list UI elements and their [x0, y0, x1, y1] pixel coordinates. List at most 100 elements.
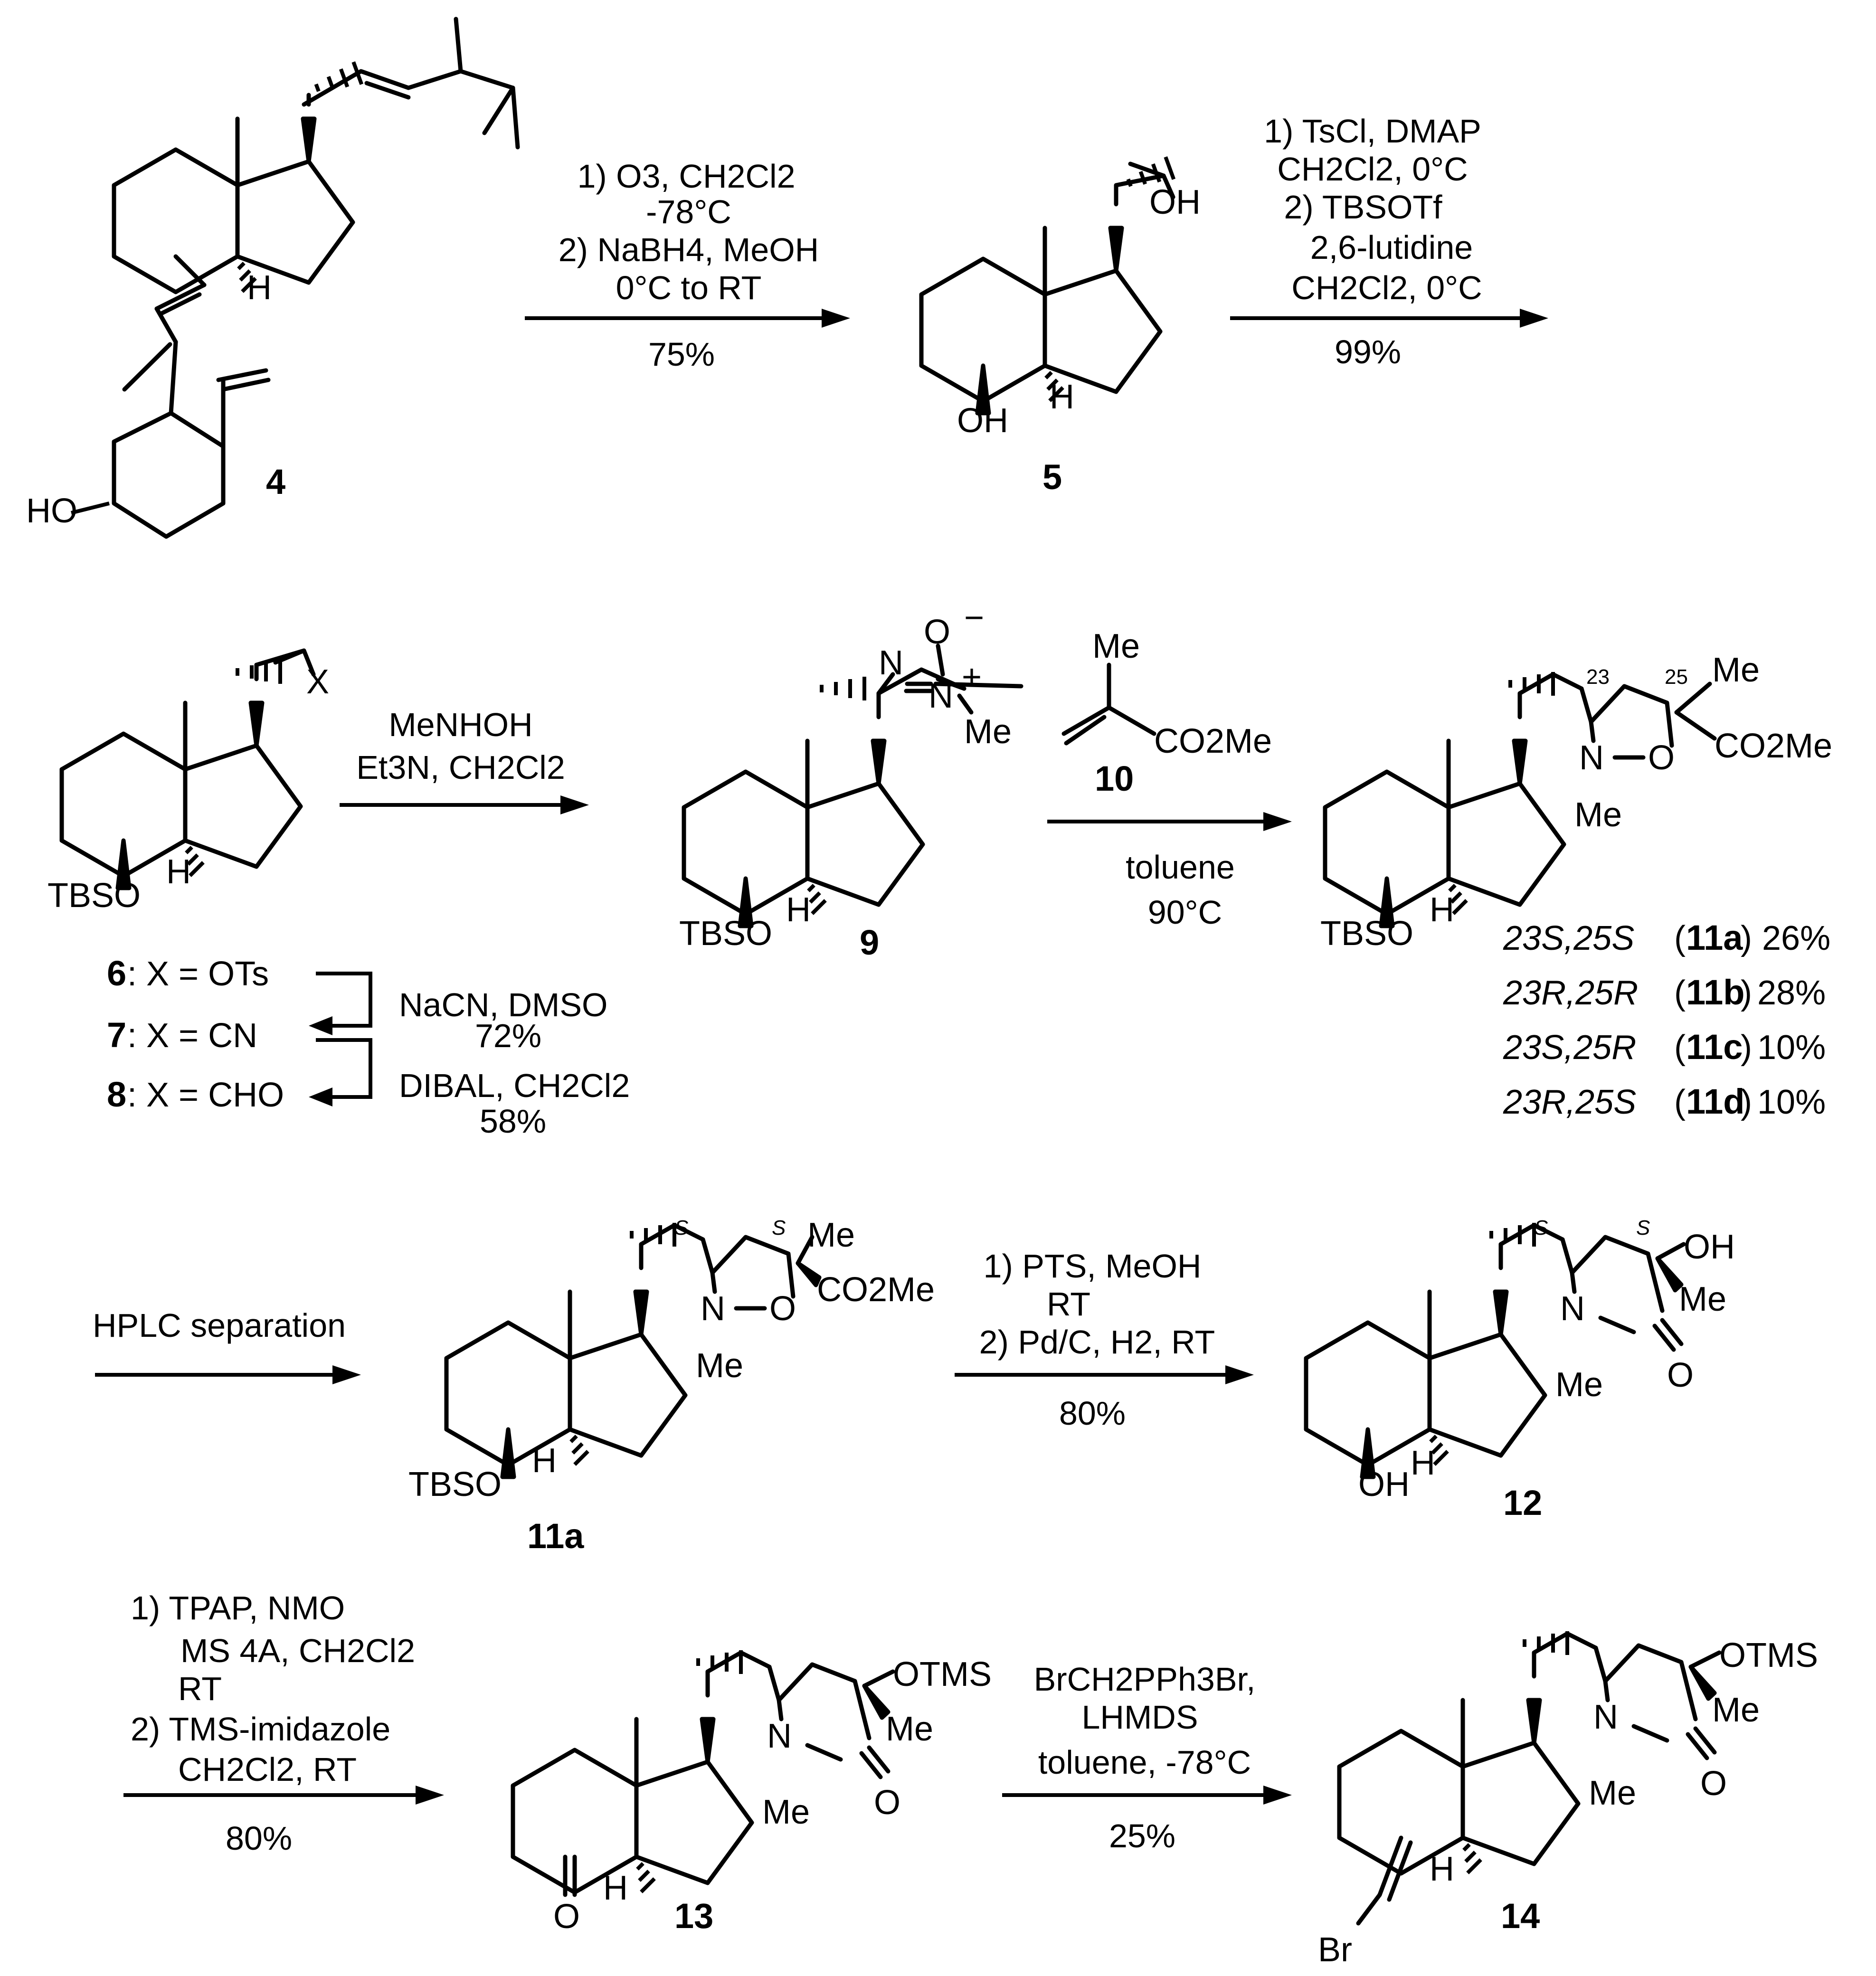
n-me-label: Me — [696, 1347, 743, 1385]
otms-label: OTMS — [1719, 1636, 1818, 1674]
isomer-row-4: 23R,25S ( 11d ) 10% — [1503, 1082, 1826, 1121]
compound-9-structure: N TBSO H 9 — [679, 644, 1023, 962]
r1-line-4: 0°C to RT — [616, 269, 762, 306]
oh-label: OH — [1149, 183, 1201, 221]
r2-line-5: CH2Cl2, 0°C — [1291, 269, 1482, 306]
isomer-2-yield: 28% — [1757, 974, 1826, 1012]
compound-11a-structure: N O Me Me CO2Me S S TBSO H 11a — [408, 1216, 935, 1556]
r4-line-1: toluene — [1126, 849, 1235, 886]
r2-line-6: 99% — [1335, 333, 1401, 370]
r7-line-1: 1) TPAP, NMO — [131, 1589, 345, 1626]
h-label: H — [786, 891, 811, 929]
cond-b-reagent: DIBAL, CH2Cl2 — [399, 1067, 630, 1104]
r2-line-2: CH2Cl2, 0°C — [1277, 151, 1468, 188]
n-me-label: Me — [1589, 1774, 1636, 1812]
r1-line-1: 1) O3, CH2Cl2 — [577, 158, 795, 195]
r8-line-4: 25% — [1109, 1817, 1175, 1854]
me-label: Me — [807, 1216, 855, 1254]
compound-6-8-structure: X TBSO H — [47, 648, 329, 915]
isomer-1-config: 23S,25S — [1503, 919, 1634, 957]
isomer-row-1: 23S,25S ( 11a ) 26% — [1503, 918, 1830, 957]
h-label: H — [1050, 378, 1074, 416]
cond-a-reagent: NaCN, DMSO — [399, 986, 607, 1023]
nitrone-group: N O − + Me — [904, 599, 1012, 751]
r7-line-2: MS 4A, CH2Cl2 — [180, 1632, 415, 1669]
compound-14-structure: N Me O OTMS Me Br H 14 — [1318, 1631, 1818, 1969]
methacrylate-10-structure: Me CO2Me 10 — [1061, 627, 1272, 798]
n-label: N — [1593, 1698, 1618, 1736]
n-label: N — [1579, 739, 1604, 777]
isomer-3-yield: 10% — [1757, 1029, 1826, 1067]
reaction-arrow-7: 1) TPAP, NMO MS 4A, CH2Cl2 RT 2) TMS-imi… — [123, 1589, 444, 1857]
r8-line-2: LHMDS — [1081, 1699, 1198, 1736]
r6-line-2: RT — [1047, 1286, 1090, 1323]
me-label: Me — [1679, 1280, 1726, 1318]
compound-11a-label: 11a — [527, 1516, 584, 1556]
n-label: N — [767, 1717, 792, 1755]
r8-line-1: BrCH2PPh3Br, — [1034, 1661, 1256, 1698]
isomer-4-open-paren: ( — [1674, 1083, 1686, 1121]
r1-line-5: 75% — [648, 336, 715, 373]
tbso-label: TBSO — [47, 877, 141, 915]
compound-5-label: 5 — [1042, 457, 1062, 497]
isomer-2-open-paren: ( — [1674, 974, 1686, 1012]
isomer-4-config: 23R,25S — [1503, 1083, 1636, 1121]
nitrone-me: Me — [964, 713, 1012, 751]
s-label-25: S — [772, 1216, 786, 1239]
reaction-arrow-1: 1) O3, CH2Cl2 -78°C 2) NaBH4, MeOH 0°C t… — [525, 158, 850, 373]
isomer-3-close-paren: ) — [1741, 1029, 1752, 1067]
h-label: H — [603, 1869, 628, 1907]
oh-label-2: OH — [957, 402, 1008, 440]
cond-a-yield: 72% — [475, 1017, 541, 1054]
r2-line-4: 2,6-lutidine — [1310, 229, 1473, 266]
otms-label: OTMS — [893, 1655, 992, 1693]
r3-line-1: MeNHOH — [388, 706, 532, 743]
compound-series-6-8: 6 : X = OTs 7 : X = CN 8 : X = CHO NaCN,… — [107, 954, 630, 1140]
isomer-4-yield: 10% — [1757, 1083, 1826, 1121]
tbso-label: TBSO — [1320, 915, 1413, 953]
me-label: Me — [886, 1710, 933, 1748]
isomer-4-close-paren: ) — [1741, 1083, 1752, 1121]
o-label: O — [1667, 1356, 1694, 1394]
x-label: X — [306, 663, 329, 701]
o-label: O — [874, 1784, 900, 1822]
r2-line-1: 1) TsCl, DMAP — [1264, 113, 1481, 150]
o-label: O — [1648, 739, 1675, 777]
s-label-25: S — [1636, 1216, 1650, 1239]
co2me-label: CO2Me — [1715, 727, 1832, 765]
isomer-3-config: 23S,25R — [1503, 1029, 1636, 1067]
oh-label: OH — [1684, 1228, 1735, 1266]
r7-line-4: 2) TMS-imidazole — [131, 1711, 390, 1748]
n-me-label: Me — [1555, 1366, 1603, 1404]
br-label: Br — [1318, 1931, 1352, 1969]
r5-line-1: HPLC separation — [93, 1307, 346, 1344]
isomer-1-close-paren: ) — [1741, 919, 1752, 957]
compound-13-label: 13 — [674, 1896, 713, 1936]
tbso-label: TBSO — [408, 1465, 502, 1503]
nitrone-n: N — [929, 677, 953, 715]
isomer-2-close-paren: ) — [1741, 974, 1752, 1012]
r2-line-3: 2) TBSOTf — [1284, 189, 1442, 226]
cpd-8-num: 8 — [107, 1075, 126, 1114]
me-label: Me — [1712, 1691, 1760, 1729]
plus-sign: + — [962, 658, 982, 696]
isomer-2-cpd: 11b — [1686, 973, 1744, 1012]
h-label: H — [247, 269, 272, 307]
compound-13-structure: N Me O OTMS Me O H 13 — [513, 1650, 992, 1936]
oh-label-2: OH — [1358, 1465, 1410, 1503]
co2me-label: CO2Me — [817, 1271, 935, 1309]
me-label: Me — [1712, 651, 1760, 689]
reaction-arrow-8: BrCH2PPh3Br, LHMDS toluene, -78°C 25% — [1002, 1661, 1292, 1854]
ho-label: HO — [26, 492, 77, 530]
isomer-1-cpd: 11a — [1686, 918, 1743, 957]
isomer-1-yield: 26% — [1762, 919, 1830, 957]
r4-line-2: 90°C — [1148, 894, 1222, 931]
n-me-label: Me — [762, 1793, 810, 1831]
isomer-table: 23S,25S ( 11a ) 26% 23R,25R ( 11b ) 28% … — [1503, 918, 1830, 1121]
me-label: Me — [1092, 627, 1140, 665]
h-label: H — [166, 853, 191, 891]
reaction-arrow-4: toluene 90°C — [1047, 812, 1292, 931]
r1-line-2: -78°C — [646, 193, 731, 230]
